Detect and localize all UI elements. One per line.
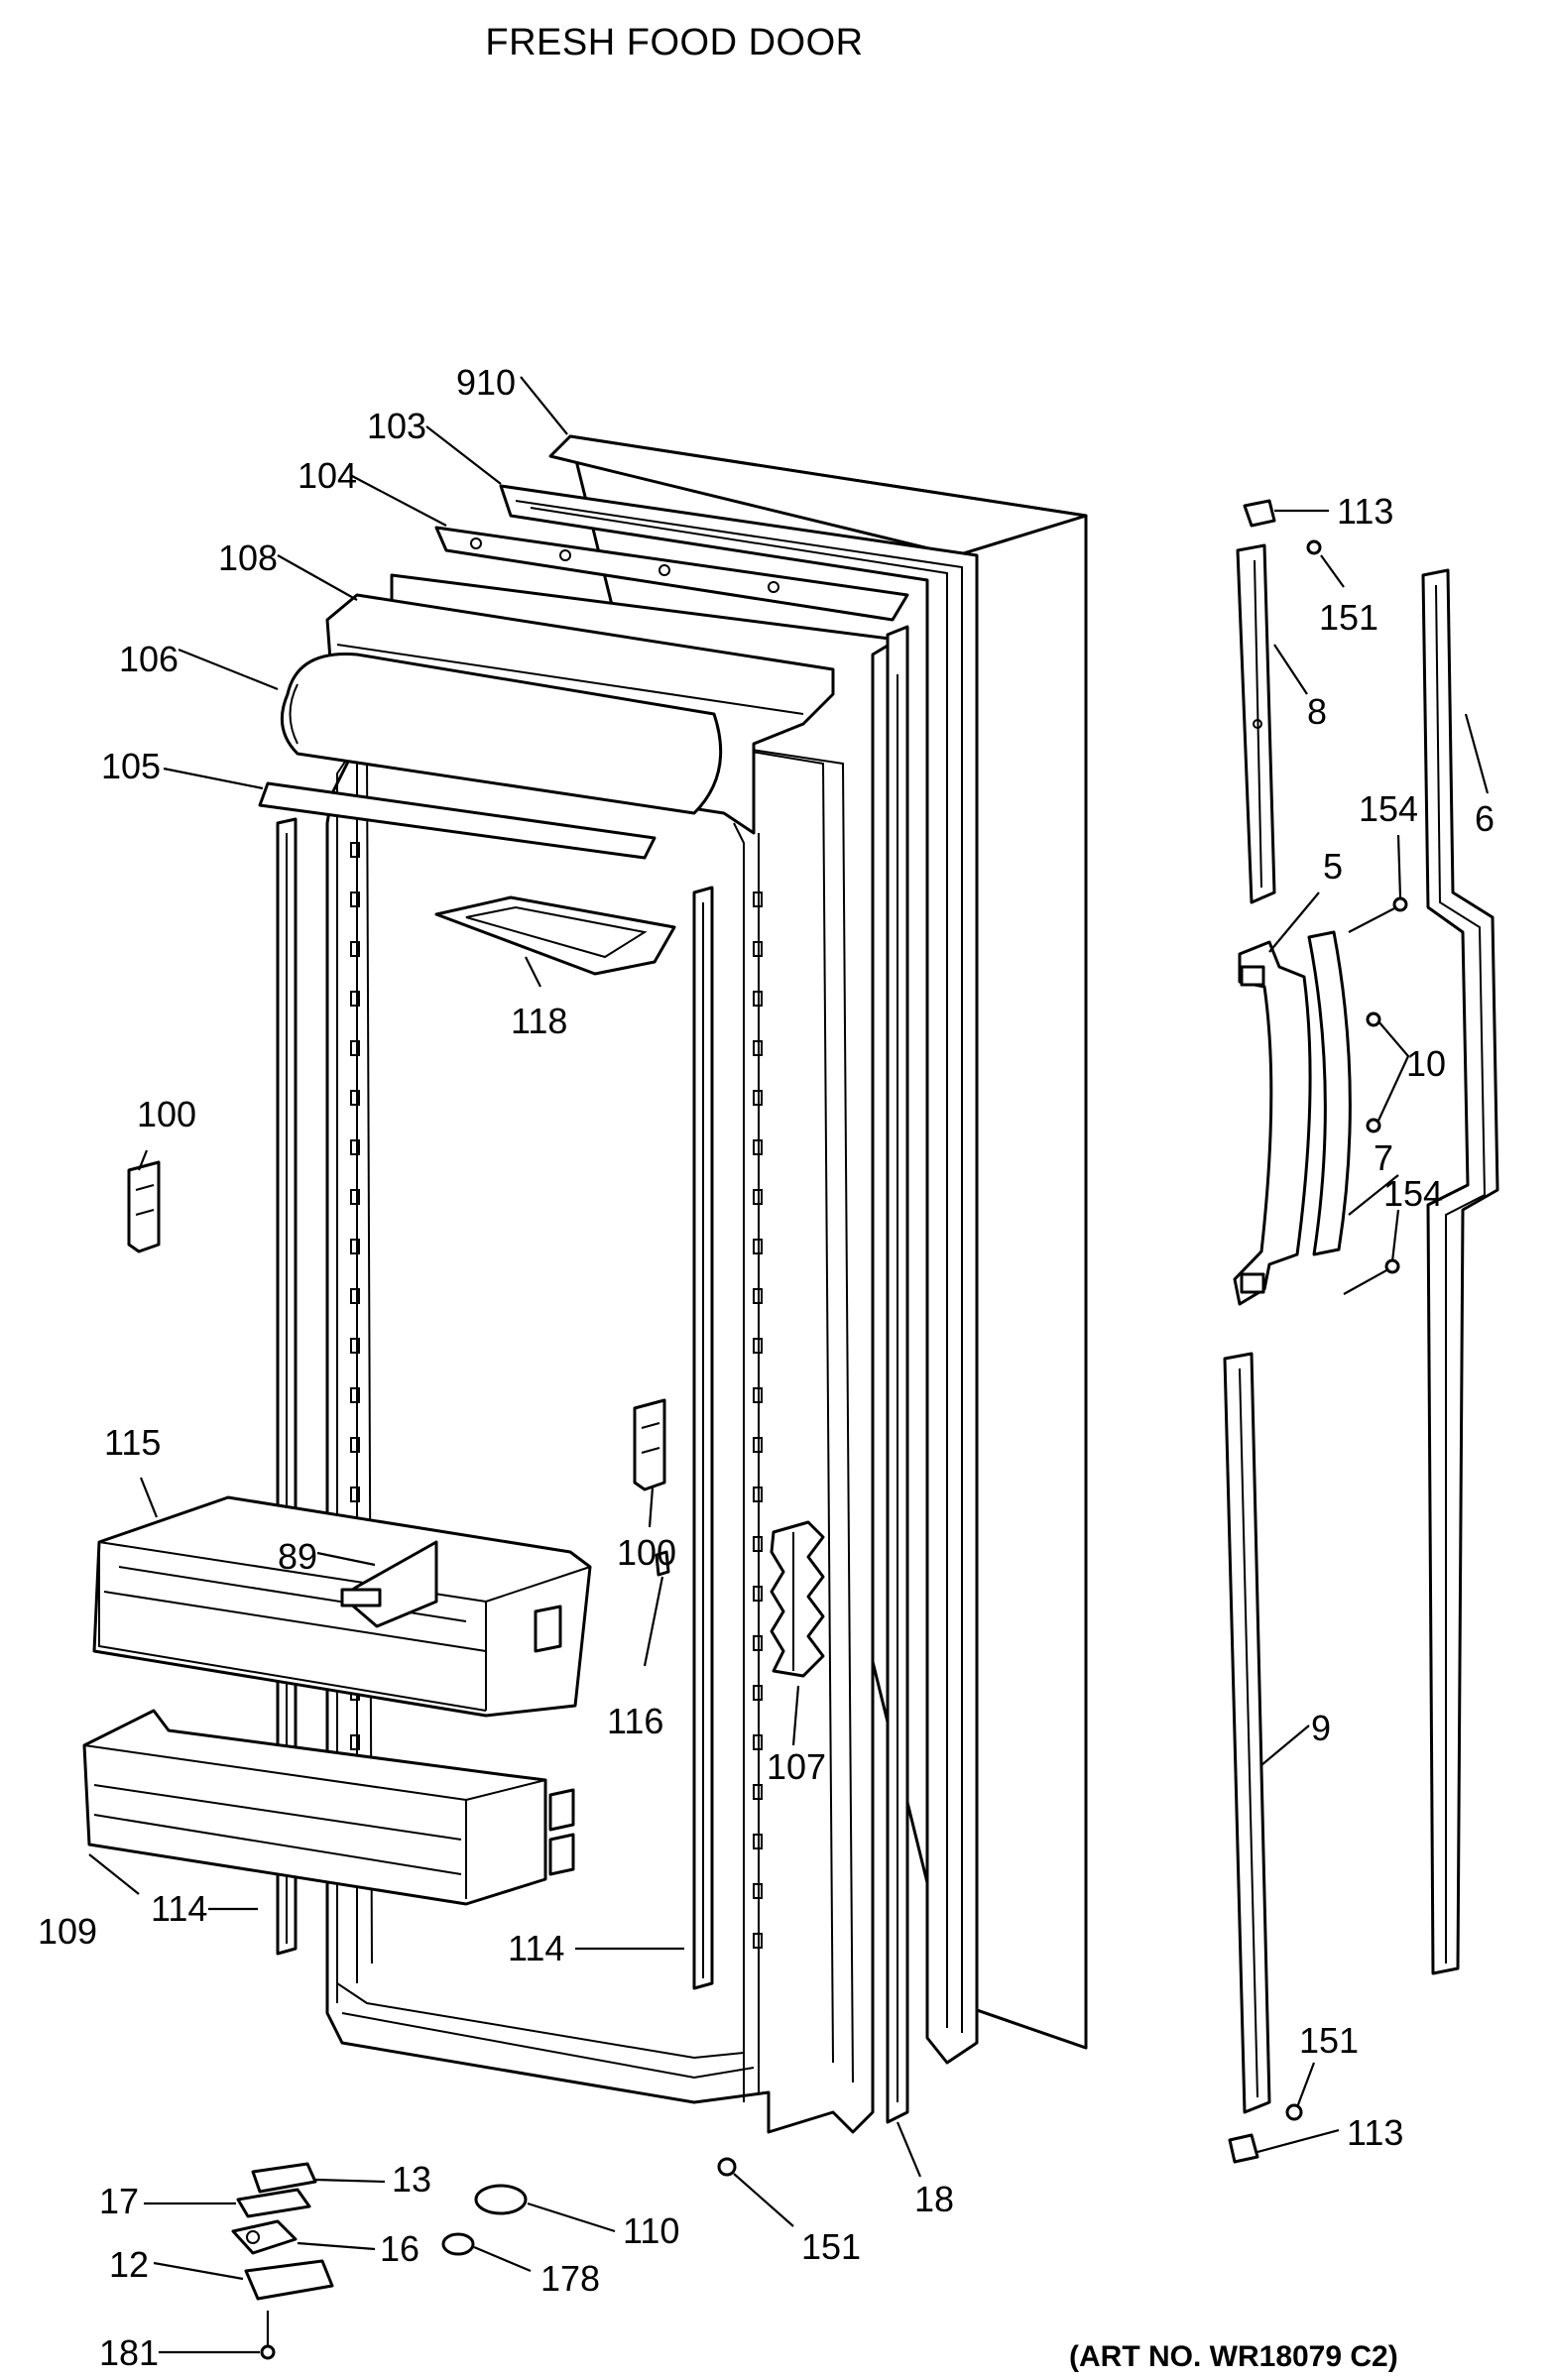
butter-tray-118 (434, 895, 676, 976)
diagram-title: FRESH FOOD DOOR (485, 22, 864, 63)
label-114-center: 114 (508, 1928, 564, 1968)
part-110 (474, 2184, 528, 2215)
insert-107 (770, 1520, 825, 1678)
label-154-top: 154 (1359, 788, 1418, 829)
label-105: 105 (101, 746, 161, 786)
screw-154-bottom (1343, 1258, 1400, 1295)
shelf-rail-114-center (692, 886, 714, 1990)
label-8: 8 (1307, 691, 1327, 732)
label-110: 110 (623, 2210, 679, 2251)
trim-9 (1223, 1352, 1271, 2114)
screws-10 (1366, 1012, 1381, 1133)
door-bin-109 (82, 1709, 575, 1906)
label-114-left: 114 (151, 1888, 207, 1929)
screw-151-bottom (1285, 2103, 1303, 2121)
label-16: 16 (380, 2228, 419, 2269)
end-cap-113-top (1243, 499, 1276, 528)
handle-5 (1233, 940, 1312, 1306)
liner-vent-column (753, 892, 763, 1949)
part-178 (441, 2232, 475, 2256)
door-gasket-103 (499, 484, 979, 2065)
art-number: (ART NO. WR18079 C2) (1069, 2340, 1398, 2373)
end-cap-113-bottom (1228, 2133, 1259, 2164)
dairy-door-106 (280, 653, 723, 815)
screw-181 (260, 2311, 276, 2360)
trim-8 (1236, 543, 1276, 904)
label-154-bottom: 154 (1383, 1173, 1443, 1214)
shelf-support-100-left (127, 1160, 161, 1253)
dairy-trim-105 (258, 781, 657, 860)
label-107: 107 (767, 1746, 826, 1787)
label-12: 12 (109, 2244, 149, 2285)
label-151-bottom: 151 (1299, 2020, 1359, 2061)
label-7: 7 (1374, 1137, 1393, 1178)
label-115: 115 (104, 1422, 161, 1463)
label-178: 178 (540, 2258, 600, 2299)
label-10: 10 (1406, 1043, 1446, 1084)
handle-trim-7 (1307, 930, 1352, 1256)
gasket-6 (1421, 568, 1499, 1975)
leader-lines (88, 376, 1490, 2354)
label-17: 17 (99, 2181, 139, 2221)
hinge-12 (244, 2259, 334, 2301)
label-18: 18 (914, 2179, 954, 2219)
label-151-top: 151 (1319, 597, 1378, 638)
label-104: 104 (298, 455, 357, 496)
shelf-support-100-center (633, 1398, 666, 1491)
label-181: 181 (99, 2332, 159, 2373)
label-113-bottom: 113 (1347, 2112, 1403, 2153)
part-labels: 910 103 104 108 106 105 118 100 115 89 1… (38, 362, 1495, 2373)
label-5: 5 (1323, 846, 1343, 887)
label-151-door: 151 (801, 2226, 861, 2267)
bushing-16 (231, 2219, 298, 2255)
screw-151-door (717, 2157, 737, 2177)
label-89: 89 (278, 1536, 317, 1577)
label-103: 103 (367, 406, 426, 446)
screw-154-top (1348, 896, 1408, 933)
label-118: 118 (511, 1001, 567, 1041)
label-109: 109 (38, 1911, 97, 1952)
bracket-104 (434, 526, 909, 622)
label-116: 116 (607, 1701, 663, 1741)
label-100-center: 100 (617, 1532, 676, 1573)
bin-divider-89 (340, 1540, 438, 1628)
shelf-rail-18 (886, 625, 909, 2124)
label-6: 6 (1475, 798, 1495, 839)
screw-151-top (1306, 539, 1322, 555)
label-106: 106 (119, 639, 179, 679)
hinge-part-13 (251, 2162, 317, 2194)
label-9: 9 (1311, 1708, 1331, 1748)
label-13: 13 (392, 2159, 431, 2200)
label-100-left: 100 (137, 1094, 196, 1134)
label-910: 910 (456, 362, 516, 403)
label-108: 108 (218, 537, 278, 578)
clip-116 (655, 1550, 670, 1577)
label-113-top: 113 (1337, 491, 1393, 532)
shim-17 (236, 2188, 311, 2218)
